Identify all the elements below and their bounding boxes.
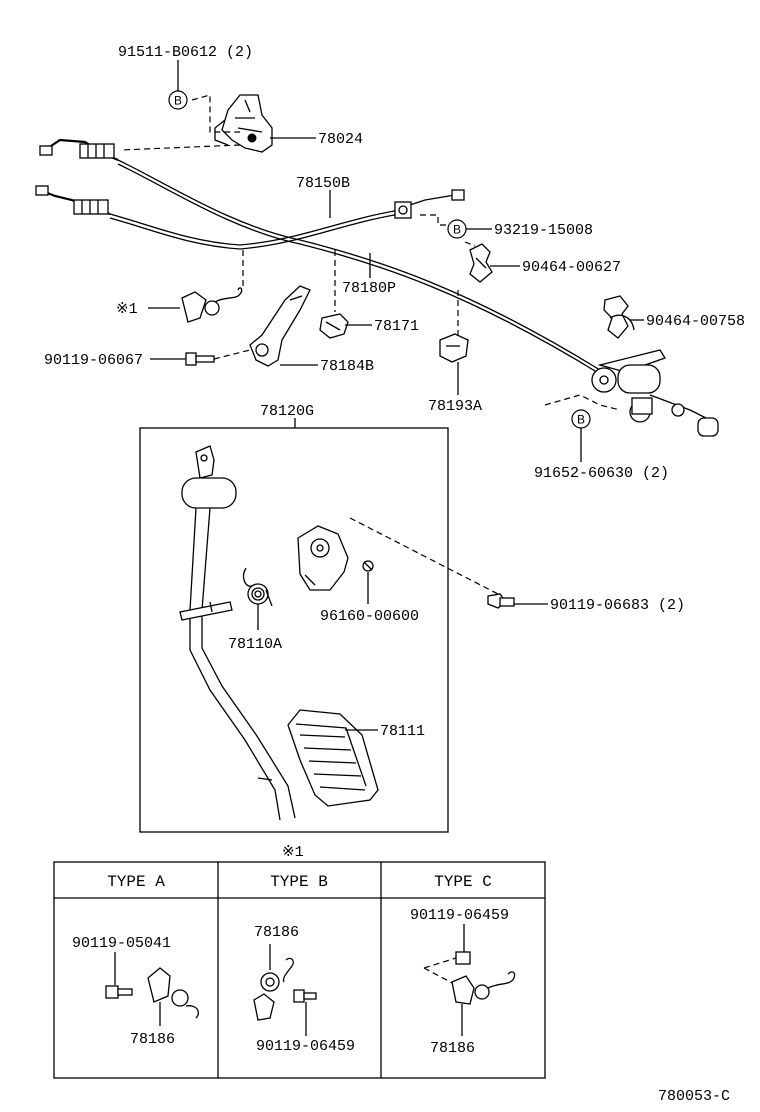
label-96160: 96160-00600 (320, 608, 419, 625)
bracket-pedal-mount (297, 525, 349, 591)
type-a-parts (105, 952, 200, 1026)
label-78120g: 78120G (260, 403, 314, 420)
label-78184b: 78184B (320, 358, 374, 375)
cable-assembly (35, 138, 601, 375)
part-labels: 91511-B0612 (2) 78024 78150B 93219-15008… (44, 44, 745, 1105)
type-c-bolt-label: 90119-06459 (410, 907, 509, 924)
pedal-frame (139, 427, 449, 833)
pedal-pad-78111 (287, 709, 379, 807)
clip-96160-00600 (362, 560, 374, 604)
label-78024: 78024 (318, 131, 363, 148)
type-c-parts (423, 924, 516, 1036)
clip-78171 (319, 313, 349, 339)
svg-text:B: B (453, 223, 461, 237)
label-90119a: 90119-06067 (44, 352, 143, 369)
bolt-90119-06067 (185, 352, 215, 366)
type-table (53, 861, 546, 1079)
bolt-90119-06683 (487, 593, 548, 609)
clip-90464-00627 (469, 243, 493, 283)
label-78171: 78171 (374, 318, 419, 335)
type-table-text: TYPE A TYPE B TYPE C 90119-05041 78186 7… (72, 873, 509, 1057)
leader-dashes (119, 94, 621, 596)
bracket-78024 (214, 94, 273, 153)
type-b-spring-label: 78186 (254, 924, 299, 941)
type-c-spring-label: 78186 (430, 1040, 475, 1057)
svg-text:B: B (174, 94, 182, 108)
label-90119b: 90119-06683 (2) (550, 597, 685, 614)
spring-78110a (242, 567, 273, 630)
type-c-header: TYPE C (434, 873, 492, 891)
label-table-note: ※1 (282, 844, 304, 861)
label-90464b: 90464-00758 (646, 313, 745, 330)
svg-text:B: B (577, 413, 585, 427)
spring-note1 (181, 287, 243, 323)
type-b-header: TYPE B (270, 873, 328, 891)
label-78110a: 78110A (228, 636, 282, 653)
cable-end-assembly (591, 349, 719, 437)
lever-78184b (249, 285, 311, 367)
label-78193a: 78193A (428, 398, 482, 415)
type-a-spring-label: 78186 (130, 1031, 175, 1048)
clamp-78193a (439, 333, 469, 363)
type-a-header: TYPE A (107, 873, 165, 891)
label-78180p: 78180P (342, 280, 396, 297)
label-91652: 91652-60630 (2) (534, 465, 669, 482)
label-note1: ※1 (116, 301, 138, 318)
label-93219: 93219-15008 (494, 222, 593, 239)
type-b-parts (253, 944, 317, 1036)
label-leaders-upper (148, 60, 644, 462)
label-90464a: 90464-00627 (522, 259, 621, 276)
clip-90464-00758 (603, 295, 635, 339)
label-78111: 78111 (380, 723, 425, 740)
type-b-bolt-label: 90119-06459 (256, 1038, 355, 1055)
pedal-arm-78120g (179, 445, 296, 821)
label-78150b: 78150B (296, 175, 350, 192)
type-a-bolt-label: 90119-05041 (72, 935, 171, 952)
diagram-id: 780053-C (658, 1088, 730, 1105)
label-91511: 91511-B0612 (2) (118, 44, 253, 61)
